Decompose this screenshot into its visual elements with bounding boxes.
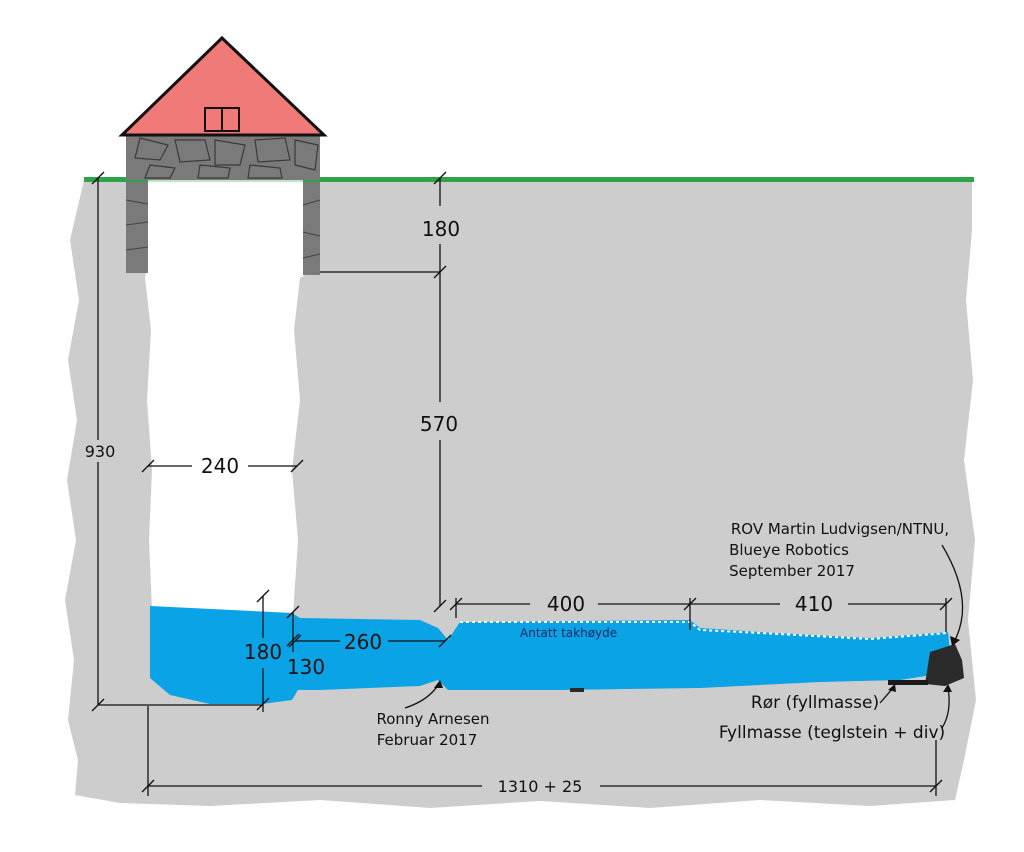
- ceiling-line: [460, 621, 949, 641]
- rov-line1: ROV Martin Ludvigsen/NTNU,: [731, 520, 949, 538]
- well-house: [118, 35, 328, 180]
- rov-line2: Blueye Robotics: [729, 541, 849, 559]
- diver-name: Ronny Arnesen: [376, 710, 489, 728]
- dim-180-top: 180: [422, 217, 460, 241]
- dim-130: 130: [287, 655, 325, 679]
- fill-mass: [570, 644, 964, 692]
- dim-930: 930: [85, 442, 116, 461]
- dim-180-water: 180: [244, 640, 282, 664]
- dim-410: 410: [795, 592, 833, 616]
- dim-240: 240: [201, 454, 239, 478]
- dim-570: 570: [420, 412, 458, 436]
- dim-260: 260: [344, 630, 382, 654]
- diver-date: Februar 2017: [377, 731, 478, 749]
- shaft-lining-right: [303, 178, 320, 275]
- rov-line3: September 2017: [729, 562, 855, 580]
- house-roof: [118, 35, 328, 137]
- water: [150, 606, 952, 704]
- fill-label: Fyllmasse (teglstein + div): [719, 723, 945, 743]
- dim-total-length: 1310 + 25: [498, 777, 583, 796]
- grass-line: [84, 177, 974, 182]
- shaft-lining-left: [126, 178, 148, 273]
- shaft-void: [145, 180, 310, 615]
- ceiling-label: Antatt takhøyde: [520, 626, 617, 640]
- dim-400: 400: [547, 592, 585, 616]
- pipe-label: Rør (fyllmasse): [751, 693, 879, 713]
